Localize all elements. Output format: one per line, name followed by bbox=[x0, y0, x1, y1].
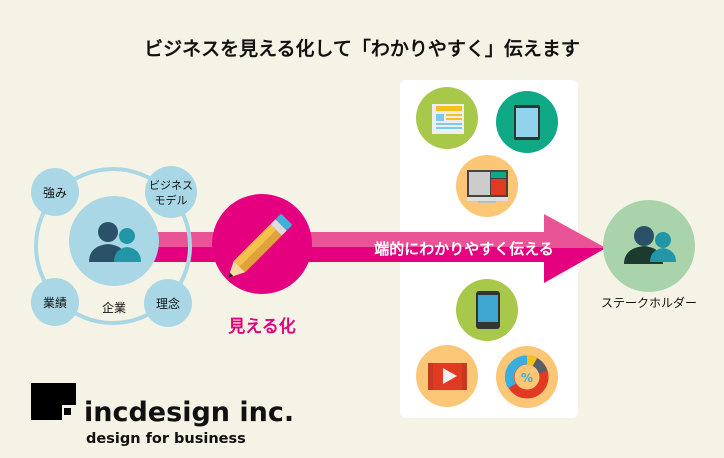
smartphone-icon bbox=[456, 279, 518, 341]
logo-name: incdesign inc. bbox=[84, 397, 294, 428]
attribute-philosophy bbox=[144, 279, 192, 327]
attribute-business-model bbox=[145, 166, 197, 218]
page-title: ビジネスを見える化して「わかりやすく」伝えます bbox=[144, 37, 580, 60]
stakeholder-label: ステークホルダー bbox=[601, 295, 697, 310]
monitor-icon bbox=[456, 155, 518, 217]
tablet-icon bbox=[496, 91, 558, 153]
people-icon bbox=[89, 222, 141, 262]
visualize-node: 見える化 bbox=[212, 194, 312, 337]
percent-symbol: % bbox=[521, 371, 533, 385]
attribute-label: 業績 bbox=[43, 296, 67, 310]
logo: incdesign inc. design for business bbox=[31, 383, 294, 447]
attribute-label: 強み bbox=[43, 186, 67, 200]
arrow-label: 端的にわかりやすく伝える bbox=[374, 240, 554, 258]
attribute-label: モデル bbox=[155, 193, 188, 207]
visualize-label: 見える化 bbox=[227, 316, 296, 337]
logo-tagline: design for business bbox=[86, 431, 246, 447]
attribute-label: ビジネス bbox=[149, 179, 193, 192]
chart-icon: % bbox=[496, 346, 558, 408]
company-ring bbox=[34, 167, 192, 325]
company-label: 企業 bbox=[102, 300, 126, 315]
video-icon bbox=[416, 345, 478, 407]
people-icon bbox=[624, 226, 676, 264]
attribute-label: 理念 bbox=[156, 296, 180, 311]
company-group: 強み ビジネス モデル 業績 理念 企業 bbox=[31, 166, 197, 327]
logo-mark bbox=[31, 383, 76, 420]
attribute-strength bbox=[31, 168, 79, 216]
pencil-icon bbox=[228, 214, 292, 278]
stakeholder-node: ステークホルダー bbox=[601, 200, 697, 310]
attribute-performance bbox=[31, 278, 79, 326]
newspaper-icon bbox=[416, 87, 478, 149]
company-circle bbox=[69, 196, 159, 286]
